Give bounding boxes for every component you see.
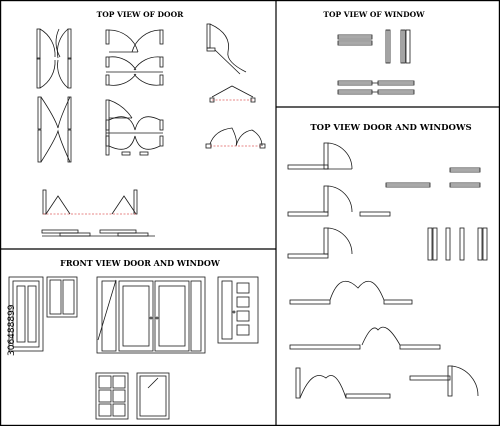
combo-window-2 — [385, 182, 481, 188]
door-symbol-butterfly-left — [37, 96, 72, 163]
top-view-door-group — [36, 23, 266, 237]
door-symbol-hinged-chevron — [209, 85, 256, 103]
door-symbol-sliding — [41, 229, 155, 237]
top-view-door-window-group — [287, 142, 488, 399]
front-view-group — [8, 276, 259, 420]
panel-title-top-view-door: TOP VIEW OF DOOR — [97, 10, 184, 19]
window-symbol-long-pair — [337, 80, 415, 95]
combo-double-door-2 — [289, 326, 441, 350]
door-symbol-quarter-pair — [105, 29, 164, 53]
front-window-grid — [95, 372, 129, 420]
door-symbol-butterfly-center — [105, 116, 164, 156]
combo-door-3 — [287, 227, 353, 259]
panel-title-top-view-window: TOP VIEW OF WINDOW — [323, 10, 425, 19]
panel-title-front-view-door-window: FRONT VIEW DOOR AND WINDOW — [60, 258, 221, 268]
door-symbol-double-mid — [105, 56, 164, 86]
front-door-1 — [8, 276, 44, 352]
watermark-id: 306488899 — [7, 304, 17, 356]
door-symbol-swing-right — [206, 23, 247, 75]
combo-window-1 — [449, 167, 481, 173]
front-door-panels — [217, 276, 259, 344]
front-window-single — [136, 372, 170, 420]
combo-door-2 — [287, 185, 391, 217]
window-symbol-vertical-1 — [385, 29, 391, 64]
door-symbol-double-left — [36, 28, 72, 89]
window-symbol-vertical-2 — [400, 29, 411, 64]
door-symbol-folding — [42, 189, 138, 215]
combo-window-verticals — [427, 227, 488, 261]
combo-double-door-3 — [295, 365, 479, 399]
top-view-window-group — [337, 29, 415, 95]
front-door-double — [96, 276, 206, 354]
window-symbol-horizontal-pair — [337, 34, 373, 46]
door-symbol-bifold-right — [205, 127, 266, 149]
front-window-1 — [46, 276, 78, 318]
panel-title-top-view-door-windows: TOP VIEW DOOR AND WINDOWS — [310, 123, 471, 133]
combo-double-door-1 — [289, 280, 413, 305]
combo-door-1 — [287, 142, 353, 170]
